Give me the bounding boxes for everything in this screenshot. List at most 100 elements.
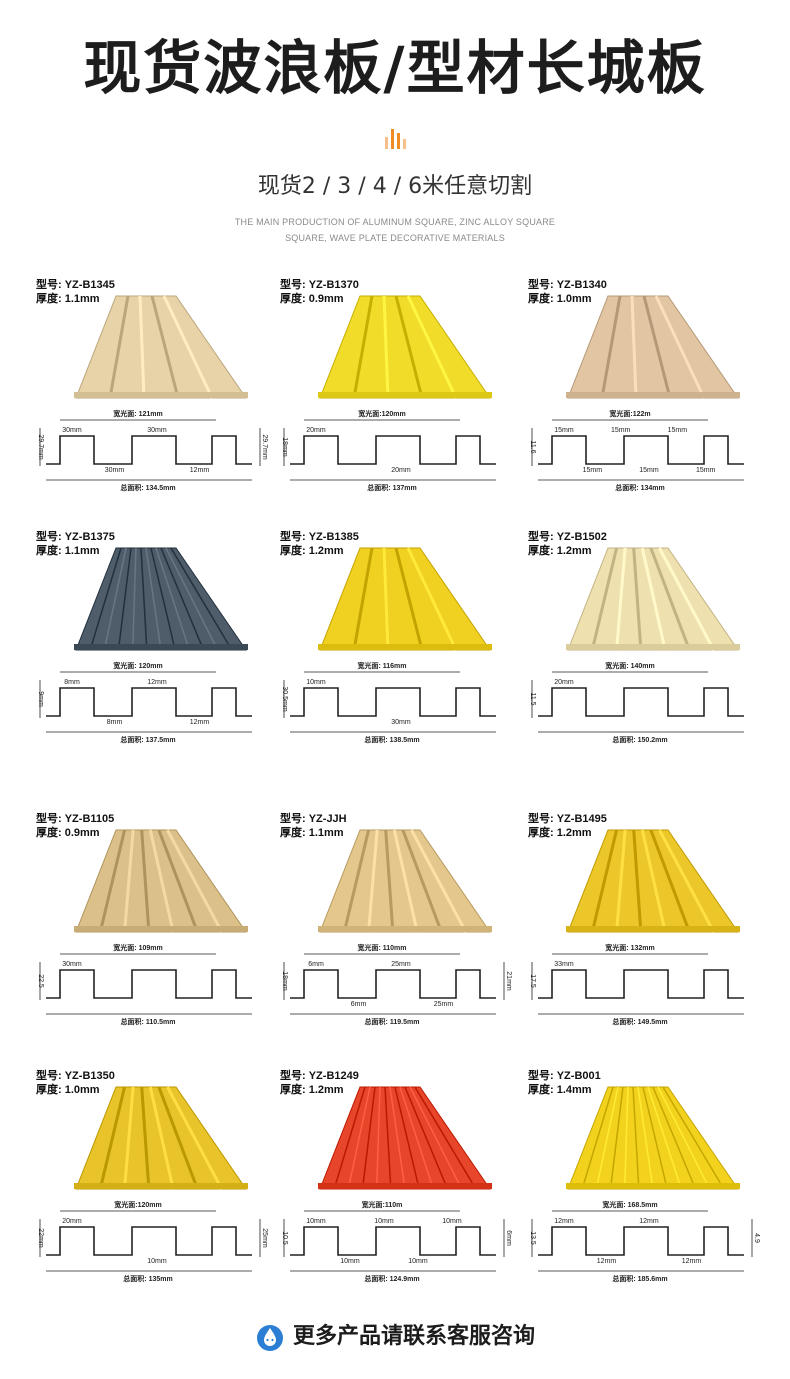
panel-image xyxy=(566,295,740,399)
page-title: 现货波浪板/型材长城板 xyxy=(83,34,707,102)
product-label: 型号: YZ-B1385 厚度: 1.2mm xyxy=(280,530,359,558)
product-label: 型号: YZ-B1495 厚度: 1.2mm xyxy=(528,812,607,840)
dimension-h2: 6mm xyxy=(505,1230,512,1246)
dimension-d: 25mm xyxy=(434,1001,454,1008)
dimension-top: 宽光面: 110mm xyxy=(356,943,406,952)
product-thickness: 厚度: 1.0mm xyxy=(528,293,592,305)
dimension-h1: 11.5 xyxy=(529,692,536,705)
bars-icon xyxy=(385,129,406,149)
description-line-1: THE MAIN PRODUCTION OF ALUMINUM SQUARE, … xyxy=(234,217,556,227)
dimension-e: 15mm xyxy=(668,427,688,434)
product-thickness: 厚度: 1.2mm xyxy=(528,827,592,839)
dimension-b: 10mm xyxy=(147,1258,167,1265)
dimension-h1: 22mm xyxy=(37,1228,44,1248)
dimension-c: 12mm xyxy=(147,679,167,686)
product-label: 型号: YZ-JJH 厚度: 1.1mm xyxy=(280,812,347,840)
dimension-h1: 29.7mm xyxy=(37,434,44,459)
product-label: 型号: YZ-B001 厚度: 1.4mm xyxy=(528,1069,601,1097)
dimension-a: 12mm xyxy=(554,1218,574,1225)
dimension-a: 10mm xyxy=(306,1218,326,1225)
dimension-top: 宽光面: 109mm xyxy=(112,943,162,952)
dimension-total: 总面积: 138.5mm xyxy=(364,735,419,744)
dimension-total: 总面积: 185.6mm xyxy=(612,1274,667,1283)
product-thickness: 厚度: 0.9mm xyxy=(280,293,344,305)
dimension-b: 30mm xyxy=(391,719,411,726)
dimension-h1: 22.5 xyxy=(37,974,44,988)
product-model: 型号: YZ-B1249 xyxy=(280,1070,359,1082)
dimension-total: 总面积: 134mm xyxy=(615,483,664,492)
dimension-a: 20mm xyxy=(306,427,326,434)
description-line-2: SQUARE, WAVE PLATE DECORATIVE MATERIALS xyxy=(285,233,505,243)
dimension-total: 总面积: 134.5mm xyxy=(120,483,175,492)
dimension-h2: 25mm xyxy=(261,1228,268,1248)
dimension-top: 宽光面:122m xyxy=(608,409,650,418)
product-thickness: 厚度: 0.9mm xyxy=(36,827,100,839)
product-thickness: 厚度: 1.1mm xyxy=(280,827,344,839)
product-model: 型号: YZ-B1495 xyxy=(528,813,607,825)
dimension-total: 总面积: 150.2mm xyxy=(612,735,667,744)
dimension-h1: 10.5 xyxy=(281,1231,288,1245)
water-drop-icon xyxy=(256,1325,283,1351)
dimension-c: 25mm xyxy=(391,961,411,968)
product-thickness: 厚度: 1.4mm xyxy=(528,1084,592,1096)
footer: 更多产品请联系客服咨询 xyxy=(0,1320,790,1356)
dimension-total: 总面积: 137mm xyxy=(367,483,416,492)
product-model: 型号: YZ-JJH xyxy=(280,813,347,825)
dimension-h2: 4.9 xyxy=(753,1233,760,1243)
panel-image xyxy=(318,829,492,933)
product-card: 型号: YZ-B1105 厚度: 0.9mm 宽光面: 109mm 总面积: 110.… xyxy=(36,812,276,1052)
dimension-a: 10mm xyxy=(306,679,326,686)
product-model: 型号: YZ-B1385 xyxy=(280,531,359,543)
dimension-h2: 21mm xyxy=(505,971,512,991)
dimension-top: 宽光面: 116mm xyxy=(356,661,406,670)
dimension-f: 15mm xyxy=(696,467,716,474)
dimension-b: 20mm xyxy=(391,467,411,474)
panel-image xyxy=(318,1086,492,1190)
dimension-a: 33mm xyxy=(554,961,574,968)
dimension-b: 8mm xyxy=(107,719,123,726)
dimension-b: 6mm xyxy=(351,1001,367,1008)
panel-image xyxy=(318,547,492,651)
product-model: 型号: YZ-B001 xyxy=(528,1070,601,1082)
dimension-h1: 18mm xyxy=(281,971,288,991)
dimension-c: 30mm xyxy=(147,427,167,434)
dimension-total: 总面积: 124.9mm xyxy=(364,1274,419,1283)
dimension-d: 12mm xyxy=(682,1258,702,1265)
product-thickness: 厚度: 1.0mm xyxy=(36,1084,100,1096)
dimension-top: 宽光面:110m xyxy=(361,1200,403,1209)
product-thickness: 厚度: 1.2mm xyxy=(280,545,344,557)
panel-image xyxy=(74,547,248,651)
product-thickness: 厚度: 1.2mm xyxy=(528,545,592,557)
dimension-total: 总面积: 110.5mm xyxy=(121,1017,176,1026)
dimension-c: 10mm xyxy=(374,1218,394,1225)
product-model: 型号: YZ-B1105 xyxy=(36,813,115,825)
dimension-c: 15mm xyxy=(611,427,631,434)
dimension-h1: 13.5 xyxy=(529,1231,536,1245)
dimension-a: 30mm xyxy=(62,427,82,434)
panel-image xyxy=(74,1086,248,1190)
dimension-top: 宽光面: 140mm xyxy=(604,661,654,670)
dimension-e: 10mm xyxy=(442,1218,462,1225)
description: THE MAIN PRODUCTION OF ALUMINUM SQUARE, … xyxy=(0,214,790,246)
product-label: 型号: YZ-B1105 厚度: 0.9mm xyxy=(36,812,114,840)
dimension-a: 20mm xyxy=(62,1218,82,1225)
dimension-d: 12mm xyxy=(190,719,210,726)
dimension-top: 宽光面: 132mm xyxy=(604,943,654,952)
dimension-top: 宽光面:120mm xyxy=(357,409,405,418)
subtitle: 现货2 / 3 / 4 / 6米任意切割 xyxy=(257,174,533,199)
